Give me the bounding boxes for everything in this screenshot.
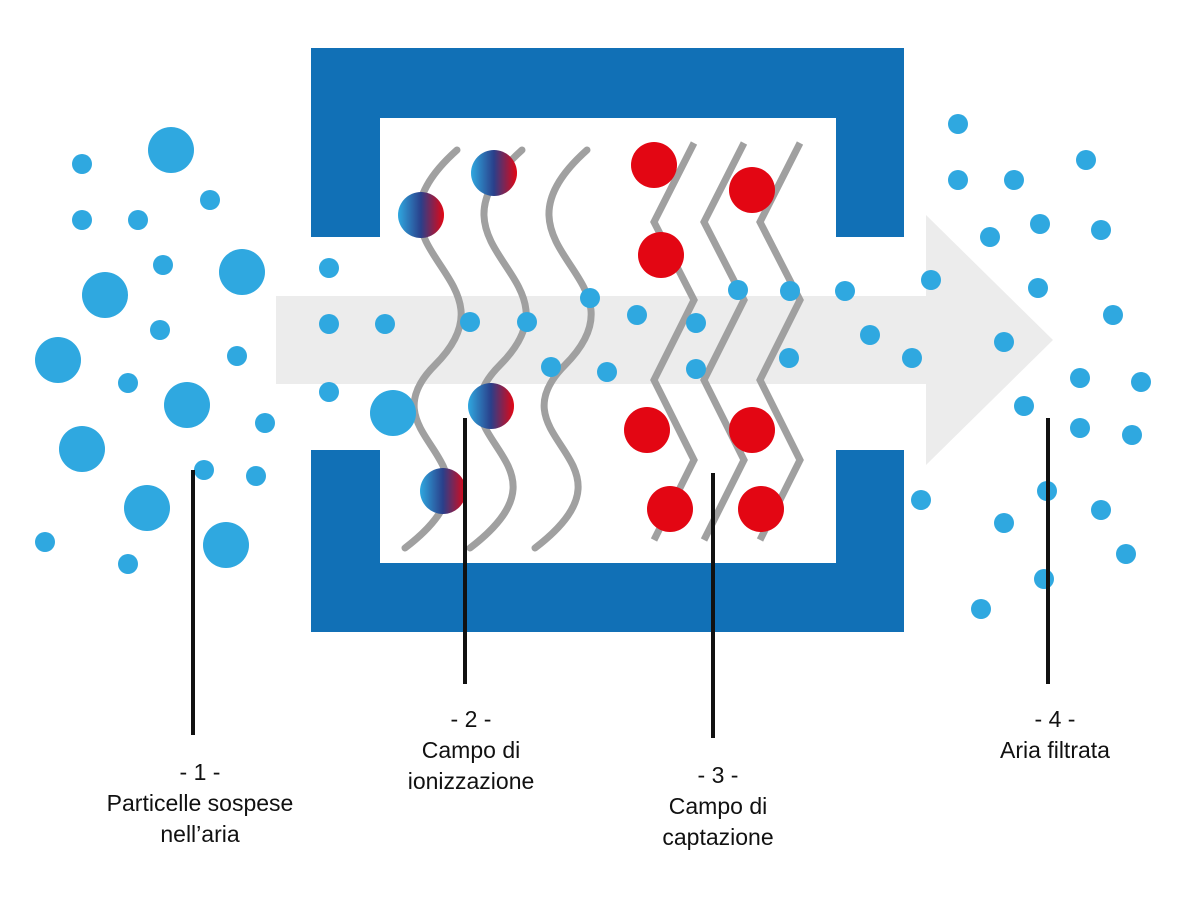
airborne-particle-30: [541, 357, 561, 377]
airborne-particle-53: [1070, 368, 1090, 388]
airborne-particle-59: [1091, 500, 1111, 520]
captured-particle-2: [729, 167, 775, 213]
step-2-title-line-1: Campo di: [421, 737, 521, 763]
ionized-particle-3: [468, 383, 514, 429]
step-2-label: - 2 - Campo di ionizzazione: [341, 704, 601, 797]
filter-frame-bottom: [311, 450, 904, 632]
airborne-particle-4: [72, 210, 92, 230]
airborne-particle-25: [319, 382, 339, 402]
airborne-particle-18: [124, 485, 170, 531]
airborne-particle-42: [911, 490, 931, 510]
step-4-title-line-1: Aria filtrata: [1000, 737, 1110, 763]
captured-particle-7: [738, 486, 784, 532]
step-1-number: - 1 -: [179, 759, 221, 785]
airborne-particle-39: [860, 325, 880, 345]
airborne-particle-38: [835, 281, 855, 301]
step-1-title-line-2: nell’aria: [160, 821, 240, 847]
airborne-particle-6: [219, 249, 265, 295]
airborne-particle-33: [686, 313, 706, 333]
airborne-particle-32: [627, 305, 647, 325]
captured-particle-1: [631, 142, 677, 188]
airborne-particle-19: [203, 522, 249, 568]
airborne-particle-21: [118, 554, 138, 574]
air-flow-arrow: [276, 215, 1053, 465]
airborne-particle-2: [72, 154, 92, 174]
step-4-label: - 4 - Aria filtrata: [925, 704, 1185, 766]
airborne-particle-54: [1131, 372, 1151, 392]
airborne-particle-29: [580, 288, 600, 308]
step-3-number: - 3 -: [697, 762, 739, 788]
airborne-particle-62: [1034, 569, 1054, 589]
ionization-wire-2: [466, 146, 530, 552]
airborne-particle-13: [164, 382, 210, 428]
step-4-number: - 4 -: [1034, 706, 1076, 732]
airborne-particle-40: [902, 348, 922, 368]
airborne-particle-24: [375, 314, 395, 334]
airborne-particle-55: [1014, 396, 1034, 416]
step-2-number: - 2 -: [450, 706, 492, 732]
airborne-particle-41: [921, 270, 941, 290]
airborne-particle-8: [153, 255, 173, 275]
airborne-particle-37: [779, 348, 799, 368]
captured-particle-5: [729, 407, 775, 453]
captured-particle-3: [638, 232, 684, 278]
captured-particle-6: [647, 486, 693, 532]
step-3-title-line-2: captazione: [662, 824, 774, 850]
step-1-label: - 1 - Particelle sospese nell’aria: [70, 757, 330, 850]
airborne-particle-51: [1103, 305, 1123, 325]
airborne-particle-15: [59, 426, 105, 472]
ionized-particle-2: [471, 150, 517, 196]
airborne-particle-11: [227, 346, 247, 366]
airborne-particle-31: [597, 362, 617, 382]
airborne-particle-36: [780, 281, 800, 301]
ionized-particle-1: [398, 192, 444, 238]
airborne-particle-43: [948, 114, 968, 134]
airborne-particle-52: [994, 332, 1014, 352]
airborne-particle-50: [1028, 278, 1048, 298]
airborne-particle-23: [319, 314, 339, 334]
airborne-particle-49: [1091, 220, 1111, 240]
airborne-particle-34: [686, 359, 706, 379]
airborne-particle-26: [370, 390, 416, 436]
airborne-particle-35: [728, 280, 748, 300]
airborne-particle-27: [460, 312, 480, 332]
airborne-particle-63: [971, 599, 991, 619]
airborne-particle-45: [1004, 170, 1024, 190]
airborne-particle-7: [82, 272, 128, 318]
airborne-particle-28: [517, 312, 537, 332]
ionized-particle-4: [420, 468, 466, 514]
step-3-title-line-1: Campo di: [668, 793, 768, 819]
airborne-particle-16: [194, 460, 214, 480]
airborne-particle-57: [1122, 425, 1142, 445]
collection-plate-2: [700, 141, 748, 542]
airborne-particle-10: [35, 337, 81, 383]
airborne-particle-22: [319, 258, 339, 278]
airborne-particle-46: [1076, 150, 1096, 170]
airborne-particle-20: [35, 532, 55, 552]
airborne-particle-9: [150, 320, 170, 340]
captured-particle-4: [624, 407, 670, 453]
airborne-particle-1: [148, 127, 194, 173]
collection-plate-3: [756, 141, 804, 542]
filter-frame-top: [311, 48, 904, 237]
step-1-title-line-1: Particelle sospese: [106, 790, 294, 816]
airborne-particle-48: [980, 227, 1000, 247]
airborne-particle-3: [200, 190, 220, 210]
airborne-particle-12: [118, 373, 138, 393]
step-3-label: - 3 - Campo di captazione: [588, 760, 848, 853]
airborne-particle-5: [128, 210, 148, 230]
airborne-particle-56: [1070, 418, 1090, 438]
airborne-particle-17: [246, 466, 266, 486]
airborne-particle-61: [1116, 544, 1136, 564]
airborne-particle-60: [994, 513, 1014, 533]
step-2-title-line-2: ionizzazione: [407, 768, 535, 794]
airborne-particle-44: [948, 170, 968, 190]
airborne-particle-14: [255, 413, 275, 433]
collection-plate-1: [650, 141, 698, 542]
ionization-wire-3: [531, 146, 595, 552]
airborne-particle-47: [1030, 214, 1050, 234]
